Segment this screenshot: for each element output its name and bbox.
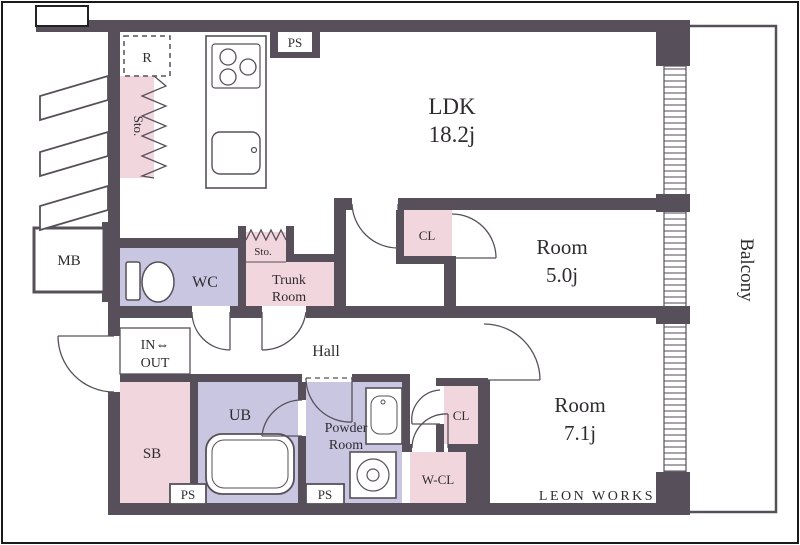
closet-room7-door-arc — [411, 389, 441, 425]
trunk-door-arc — [261, 311, 307, 351]
stove-burner-icon — [219, 68, 237, 86]
entry-door-arc — [57, 335, 115, 393]
refrigerator-label: R — [142, 51, 152, 66]
hall-label: Hall — [312, 343, 340, 360]
ps-top-label: PS — [288, 35, 302, 50]
meter-box — [32, 226, 106, 294]
faucet-icon — [380, 399, 386, 405]
pipe-space-box — [305, 483, 345, 505]
storage-strip-label: Sto. — [131, 116, 146, 137]
balcony-label: Balcony — [736, 238, 757, 302]
storage-small-label: Sto. — [254, 246, 272, 258]
pipe-column-box — [35, 5, 89, 27]
brand-label: LEON WORKS — [539, 489, 655, 504]
louver-window-icon — [39, 74, 109, 122]
sb-floor — [120, 382, 190, 503]
toilet-icon — [141, 261, 175, 303]
wc-door-arc — [191, 311, 231, 351]
trunk-room-floor — [246, 262, 334, 306]
closet-room5-door-arc — [451, 213, 497, 259]
walkin-closet-label: W-CL — [422, 472, 455, 487]
trunk-room-label: Trunk — [272, 273, 306, 288]
closet-room7-floor — [444, 386, 478, 444]
entry-label2: OUT — [141, 356, 170, 371]
walls — [36, 20, 690, 515]
room7-size-label: 7.1j — [564, 421, 596, 445]
louver-window-icon — [39, 130, 109, 178]
exterior-elements — [32, 5, 109, 294]
powder-room-label: Powder — [325, 421, 368, 436]
toilet-tank-icon — [125, 261, 141, 301]
room7-door-arc — [483, 323, 541, 381]
washer-drum-icon — [356, 458, 390, 492]
ldk-size-label: 18.2j — [429, 122, 476, 147]
refrigerator-space — [123, 35, 171, 77]
entry-label: IN⇔ — [141, 338, 170, 353]
bathtub-inner-icon — [211, 439, 289, 489]
louver-window-icon — [39, 184, 109, 232]
ldk-label: LDK — [428, 94, 476, 119]
stove-icon — [211, 43, 261, 89]
room5-label: Room — [536, 235, 587, 259]
room5-size-label: 5.0j — [546, 263, 578, 287]
bathtub-icon — [205, 433, 295, 495]
walkin-closet-door-arc — [411, 413, 449, 449]
closet-room5-label: CL — [419, 228, 436, 243]
stove-burner-icon — [219, 48, 237, 66]
stove-burner-icon — [239, 58, 257, 76]
storage-small-floor — [246, 232, 286, 262]
washer-drum-icon — [366, 468, 380, 482]
unit-bath-label: UB — [229, 407, 251, 424]
closet-room5-floor — [404, 210, 452, 256]
labels: LDK 18.2j Room 5.0j Room 7.1j Balcony R … — [57, 35, 757, 504]
kitchen-sink-icon — [211, 131, 261, 175]
trunk-room-label2: Room — [272, 290, 306, 305]
entry-box — [119, 327, 191, 375]
fixtures — [119, 35, 403, 499]
ps-left-label: PS — [181, 487, 195, 502]
doors-and-openings — [57, 75, 541, 449]
room5-door-arc — [351, 203, 399, 249]
window-glazing — [663, 65, 687, 473]
closet-room7-label: CL — [453, 408, 470, 423]
bath-door-arc — [261, 399, 303, 437]
faucet-icon — [250, 146, 258, 154]
wc-label: WC — [192, 274, 218, 291]
sb-label: SB — [143, 446, 161, 462]
pipe-space-box — [169, 483, 207, 505]
folding-door-zigzag — [245, 228, 287, 242]
vanity-sink-icon — [365, 387, 403, 445]
room7-label: Room — [554, 393, 605, 417]
washing-machine-icon — [349, 451, 397, 499]
vanity-basin-icon — [370, 395, 398, 435]
meter-box-label: MB — [57, 253, 80, 269]
balcony-rail — [690, 24, 778, 514]
walkin-closet-floor — [410, 452, 466, 503]
ps-right-label: PS — [318, 487, 332, 502]
powder-room-label2: Room — [329, 438, 363, 453]
powder-door-arc — [305, 377, 353, 423]
folding-door-zigzag — [139, 75, 168, 179]
